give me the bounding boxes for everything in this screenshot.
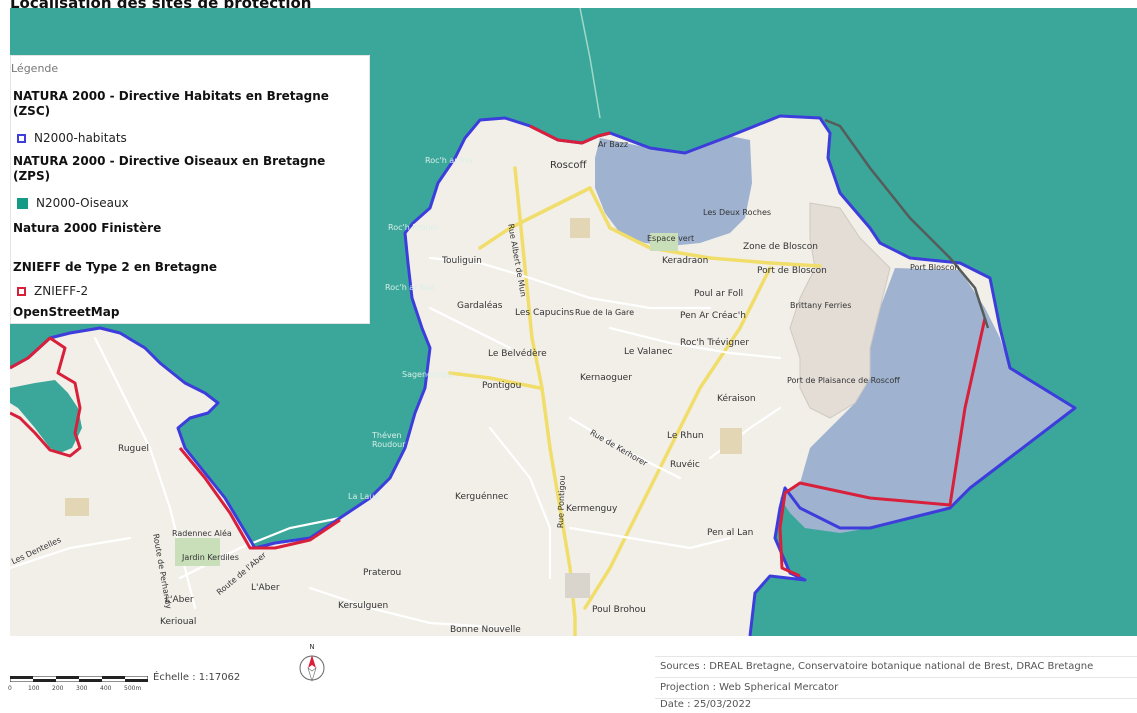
place-sagenennou: Sagenennou [402, 370, 453, 379]
place-l-aber-1: L'Aber [251, 583, 280, 593]
place-ar-bazz: Ar Bazz [597, 140, 629, 149]
park-espace-vert [650, 233, 678, 251]
projection-text: Projection : Web Spherical Mercator [660, 682, 839, 693]
legend-item-znieff-label: ZNIEFF-2 [34, 284, 89, 298]
place-zone-de-bloscon: Zone de Bloscon [743, 242, 818, 252]
place-port-bloscon-east: Port Bloscon [910, 263, 960, 272]
legend-item-habitats-label: N2000-habitats [34, 131, 127, 145]
place-le-belvedere: Le Belvédère [488, 349, 547, 359]
date-text: Date : 25/03/2022 [660, 699, 752, 710]
north-arrow-icon: N [299, 643, 325, 683]
scale-label: Échelle : 1:17062 [153, 672, 241, 683]
sport-field-1 [720, 428, 742, 454]
grey-boundary [824, 118, 990, 329]
place-poul-brohou: Poul Brohou [592, 605, 646, 615]
place-roc-ar-ino: Roc'h ar Ino [425, 156, 473, 165]
place-gardaleas: Gardaléas [457, 301, 503, 311]
scale-bar [10, 676, 148, 682]
scale-tick: 200 [52, 685, 64, 692]
znieff-boundary [10, 124, 987, 578]
place-pontigou: Pontigou [482, 381, 522, 391]
legend-group-habitats: NATURA 2000 - Directive Habitats en Bret… [13, 89, 329, 118]
place-espace-vert: Espace vert [647, 234, 695, 243]
sport-field-2 [65, 498, 89, 516]
habitats-swatch [17, 133, 26, 143]
scale-tick: 500m [124, 685, 142, 692]
place-poul-ar-foll: Poul ar Foll [694, 289, 744, 299]
footer-divider [655, 656, 1137, 657]
n2000-habitats-boundary [10, 114, 1077, 636]
scale-tick: 0 [8, 685, 12, 692]
place-roc-ar-boz: Roc'h ar Boz [385, 283, 435, 292]
place-touliguin: Touliguin [442, 256, 482, 266]
map-canvas[interactable]: Roscoff Ar Bazz Touliguin Gardaléas Les … [10, 8, 1137, 636]
scale-tick: 400 [100, 685, 112, 692]
place-roc-kroum: Roc'h Kroum [388, 223, 439, 232]
tidal-inlet [10, 380, 82, 453]
place-rue-pontigou: Rue Pontigou [556, 475, 567, 529]
scale-tick: 300 [76, 685, 88, 692]
place-kerguennec: Kerguénnec [455, 492, 509, 502]
legend-item-znieff: ZNIEFF-2 [17, 284, 88, 298]
place-les-deux-roches: Les Deux Roches [703, 208, 771, 217]
legend-item-oiseaux: N2000-Oiseaux [17, 196, 129, 210]
sport-field-3 [570, 218, 590, 238]
place-la-laud: La Laud [348, 492, 380, 501]
place-roch-trevigner: Roc'h Trévigner [680, 338, 750, 348]
building-block [565, 573, 590, 598]
place-port-plaisance: Port de Plaisance de Roscoff [787, 376, 900, 385]
place-theven: Théven Roudour [372, 431, 406, 449]
place-jardin-kerdiles: Jardin Kerdiles [182, 553, 239, 562]
east-marine-zone [780, 268, 1075, 533]
legend-heading: Légende [11, 62, 59, 75]
place-port-de-bloscon: Port de Bloscon [757, 266, 827, 276]
navigation-line [579, 8, 601, 119]
legend-group-znieff: ZNIEFF de Type 2 en Bretagne [13, 260, 218, 274]
legend-panel: Légende NATURA 2000 - Directive Habitats… [10, 55, 370, 324]
place-le-rhun: Le Rhun [667, 431, 704, 441]
place-le-valanec: Le Valanec [624, 347, 673, 357]
footer-divider [655, 698, 1137, 699]
legend-group-oiseaux: NATURA 2000 - Directive Oiseaux en Breta… [13, 154, 326, 183]
sources-text: Sources : DREAL Bretagne, Conservatoire … [660, 661, 1094, 672]
place-keradraon: Keradraon [662, 256, 709, 266]
scale-tick: 100 [28, 685, 40, 692]
port-infrastructure [789, 202, 891, 419]
place-ruveic: Ruvéic [670, 460, 700, 470]
place-roscoff: Roscoff [550, 160, 587, 171]
north-label: N [309, 643, 314, 651]
place-rue-de-la-gare: Rue de la Gare [575, 308, 635, 317]
north-harbour-zone [595, 136, 752, 246]
place-pen-ar-creach: Pen Ar Créac'h [680, 311, 746, 321]
place-brittany-ferries: Brittany Ferries [790, 301, 852, 310]
legend-group-osm: OpenStreetMap [13, 305, 120, 319]
park-jardin [175, 538, 220, 566]
place-praterou: Praterou [363, 568, 402, 578]
place-l-aber-2: L'Aber [165, 595, 194, 605]
legend-item-habitats: N2000-habitats [17, 131, 127, 145]
legend-item-oiseaux-label: N2000-Oiseaux [36, 196, 129, 210]
map-svg [10, 8, 1077, 636]
place-ruguel: Ruguel [118, 444, 150, 454]
oiseaux-swatch [17, 197, 28, 209]
major-roads [448, 166, 822, 636]
place-kermenguy: Kermenguy [566, 504, 618, 514]
place-keraison: Kéraison [717, 394, 756, 404]
footer-divider [655, 677, 1137, 678]
znieff-swatch [17, 286, 26, 296]
place-les-capucins: Les Capucins [515, 308, 575, 318]
page-title: Localisation des sites de protection [10, 0, 312, 12]
place-radennec: Radennec Aléa [172, 529, 232, 538]
place-kersulguen: Kersulguen [338, 601, 389, 611]
map-footer: 0 100 200 300 400 500m Échelle : 1:17062… [0, 636, 1137, 713]
legend-group-finistere: Natura 2000 Finistère [13, 221, 162, 235]
place-kerioual: Kerioual [160, 617, 197, 627]
place-pen-al-lan: Pen al Lan [707, 528, 754, 538]
place-bonne-nouvelle: Bonne Nouvelle [450, 625, 521, 635]
place-kernaoguer: Kernaoguer [580, 373, 632, 383]
